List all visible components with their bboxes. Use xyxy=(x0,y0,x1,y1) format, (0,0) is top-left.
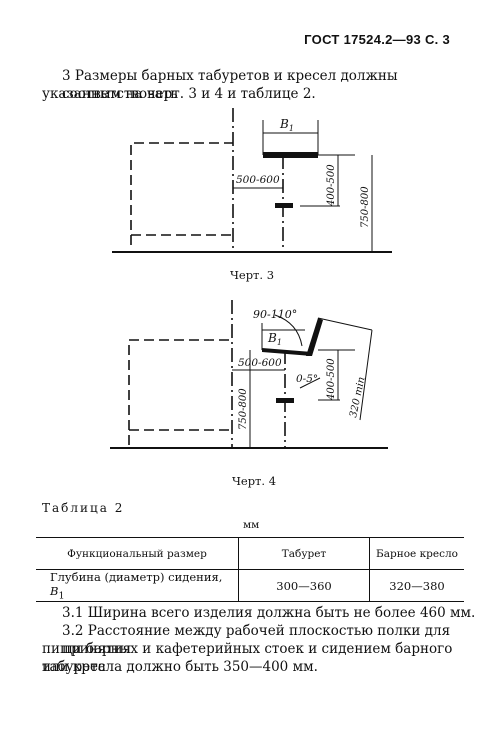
fig3-dim-c: 750-800 xyxy=(360,186,371,228)
fig4-backrest xyxy=(306,318,323,356)
figure-3-drawing: B1 500-600 400-500 750-800 xyxy=(112,108,392,253)
fig4-angle-seat: 0-5° xyxy=(296,373,318,385)
intro-line-1: 3 Размеры барных табуретов и кресел долж… xyxy=(62,68,398,102)
fig3-footrest xyxy=(275,203,293,208)
fig4-dim-c: 320 min xyxy=(348,376,367,419)
value-bar-chair: 320—380 xyxy=(369,569,464,602)
fig4-b1-label: B1 xyxy=(267,331,282,347)
figure-4-caption: Черт. 4 xyxy=(232,474,277,488)
fig4-angle-back: 90-110° xyxy=(253,308,297,321)
fig3-counter-outline xyxy=(130,142,233,245)
header-stool: Табурет xyxy=(238,537,370,570)
fig3-b1-dim xyxy=(262,120,319,155)
fig4-dim-d: 750-800 xyxy=(238,388,249,430)
fig4-seat-angle-line xyxy=(299,377,321,389)
figure-3-caption: Черт. 3 xyxy=(230,268,275,282)
paragraph-3-1: 3.1 Ширина всего изделия должна быть не … xyxy=(62,605,476,621)
fig4-angle-arc xyxy=(274,314,303,347)
paragraph-3-2-line-2: пищи барных и кафетерийных стоек и сиден… xyxy=(42,641,453,675)
figure-4-drawing: 90-110° B1 500-600 0-5° 400-500 320 min … xyxy=(110,300,388,449)
dimensions-table: Функциональный размер Табурет Барное кре… xyxy=(36,537,464,602)
fig4-dim-a: 500-600 xyxy=(238,357,282,369)
table-title: Таблица 2 xyxy=(42,501,125,515)
fig3-dim-b: 400-500 xyxy=(326,164,337,207)
paragraph-3-2-line-1: 3.2 Расстояние между рабочей плоскостью … xyxy=(62,623,451,657)
fig4-dim-b-lines xyxy=(318,349,355,401)
row-label: Глубина (диаметр) сидения, B1 xyxy=(50,570,223,602)
fig4-counter-outline xyxy=(128,339,232,445)
fig4-dim-b: 400-500 xyxy=(326,358,337,401)
table-unit: мм xyxy=(243,519,260,531)
fig4-footrest xyxy=(276,398,294,403)
fig3-b1-label: B1 xyxy=(279,117,294,133)
intro-line-2: указанным на черт. 3 и 4 и таблице 2. xyxy=(42,86,316,102)
header-functional-size: Функциональный размер xyxy=(67,547,207,560)
header-bar-chair: Барное кресло xyxy=(369,537,464,570)
fig3-dim-a: 500-600 xyxy=(236,174,280,186)
table-header-row: Функциональный размер Табурет Барное кре… xyxy=(36,537,464,570)
fig4-seat xyxy=(262,348,312,356)
page-header: ГОСТ 17524.2—93 С. 3 xyxy=(304,32,450,47)
table-row: Глубина (диаметр) сидения, B1 300—360 32… xyxy=(36,569,464,602)
fig3-seat xyxy=(263,152,318,158)
fig4-b1-dim xyxy=(261,323,305,350)
value-stool: 300—360 xyxy=(238,569,370,602)
fig4-dim-c-lines xyxy=(317,317,373,421)
paragraph-3-2-line-3: или кресла должно быть 350—400 мм. xyxy=(42,659,318,675)
fig3-dim-lines xyxy=(300,154,373,252)
